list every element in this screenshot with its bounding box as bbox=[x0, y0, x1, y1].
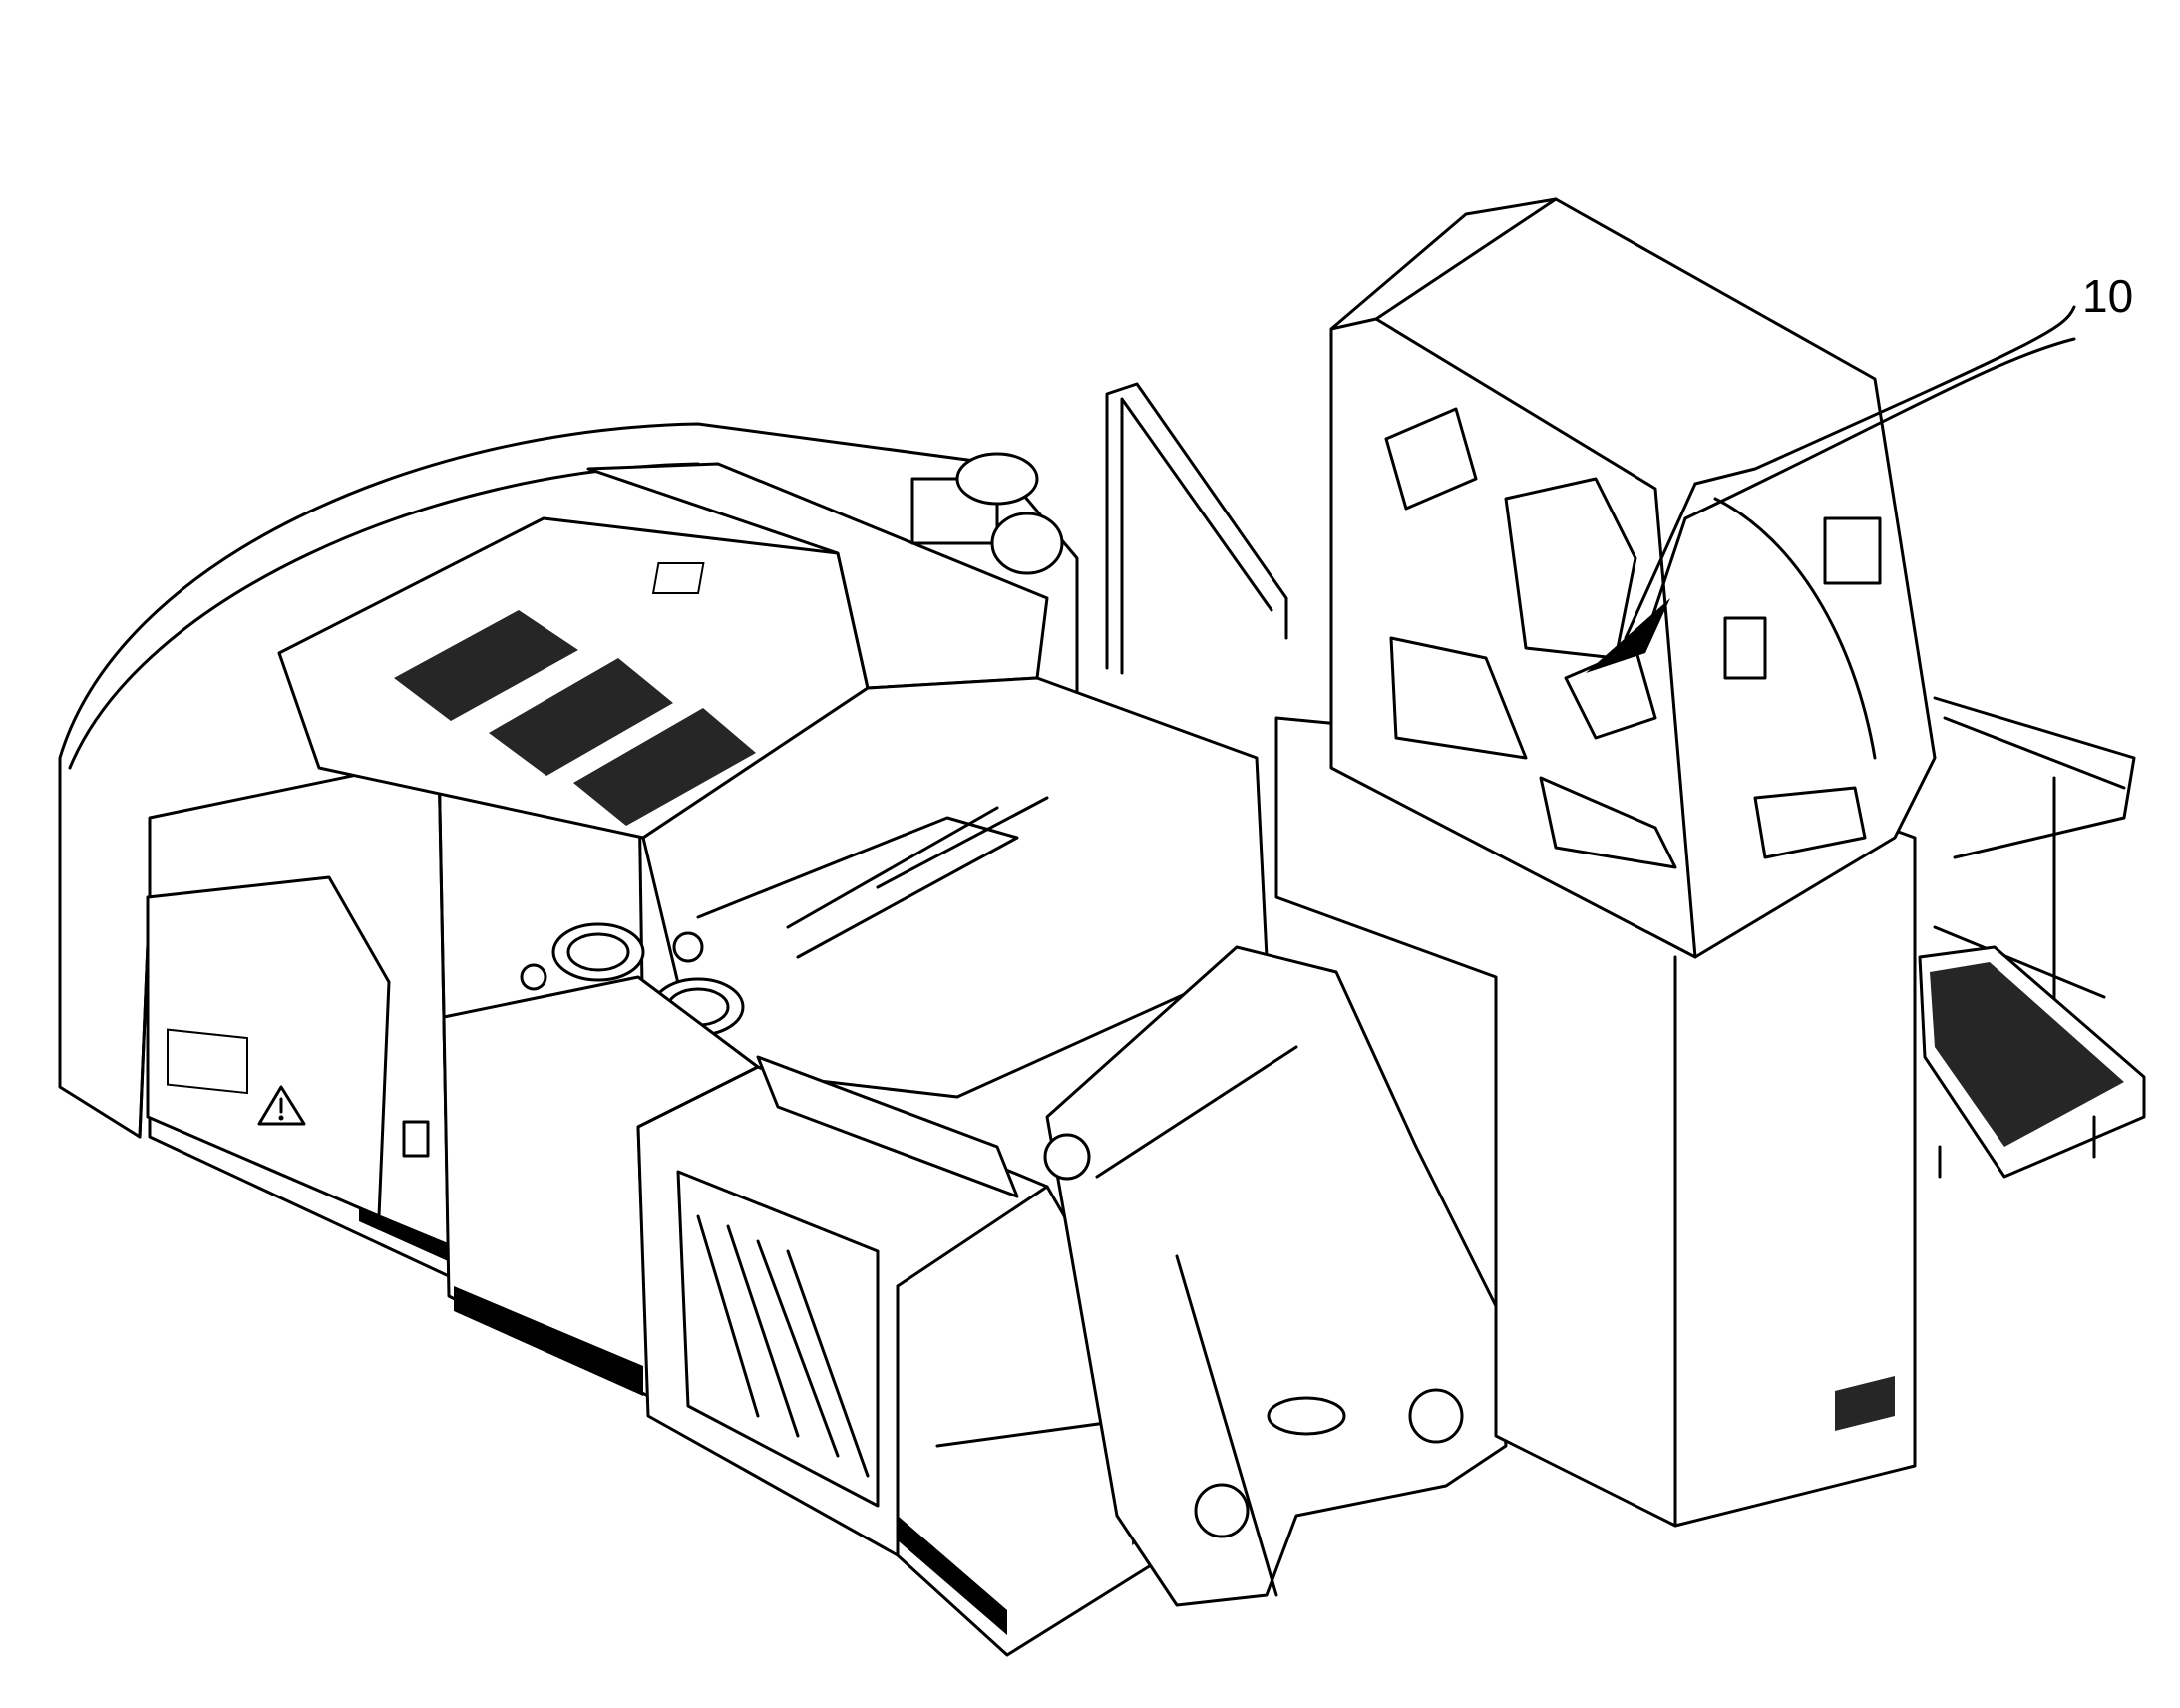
tank-caps bbox=[520, 922, 745, 1037]
radiator-housing bbox=[636, 1055, 1059, 1557]
callout-label-10: 10 bbox=[2082, 270, 2134, 322]
air-intake bbox=[910, 452, 1064, 575]
callout-leader bbox=[1586, 305, 2076, 673]
engine-compartment bbox=[641, 676, 1269, 1099]
cab-interior bbox=[1504, 477, 1882, 859]
hood-grille bbox=[394, 610, 756, 826]
walkway-platform bbox=[1918, 945, 2146, 1179]
warning-triangle-icon bbox=[257, 1085, 306, 1126]
boom-mount bbox=[1043, 945, 1508, 1607]
